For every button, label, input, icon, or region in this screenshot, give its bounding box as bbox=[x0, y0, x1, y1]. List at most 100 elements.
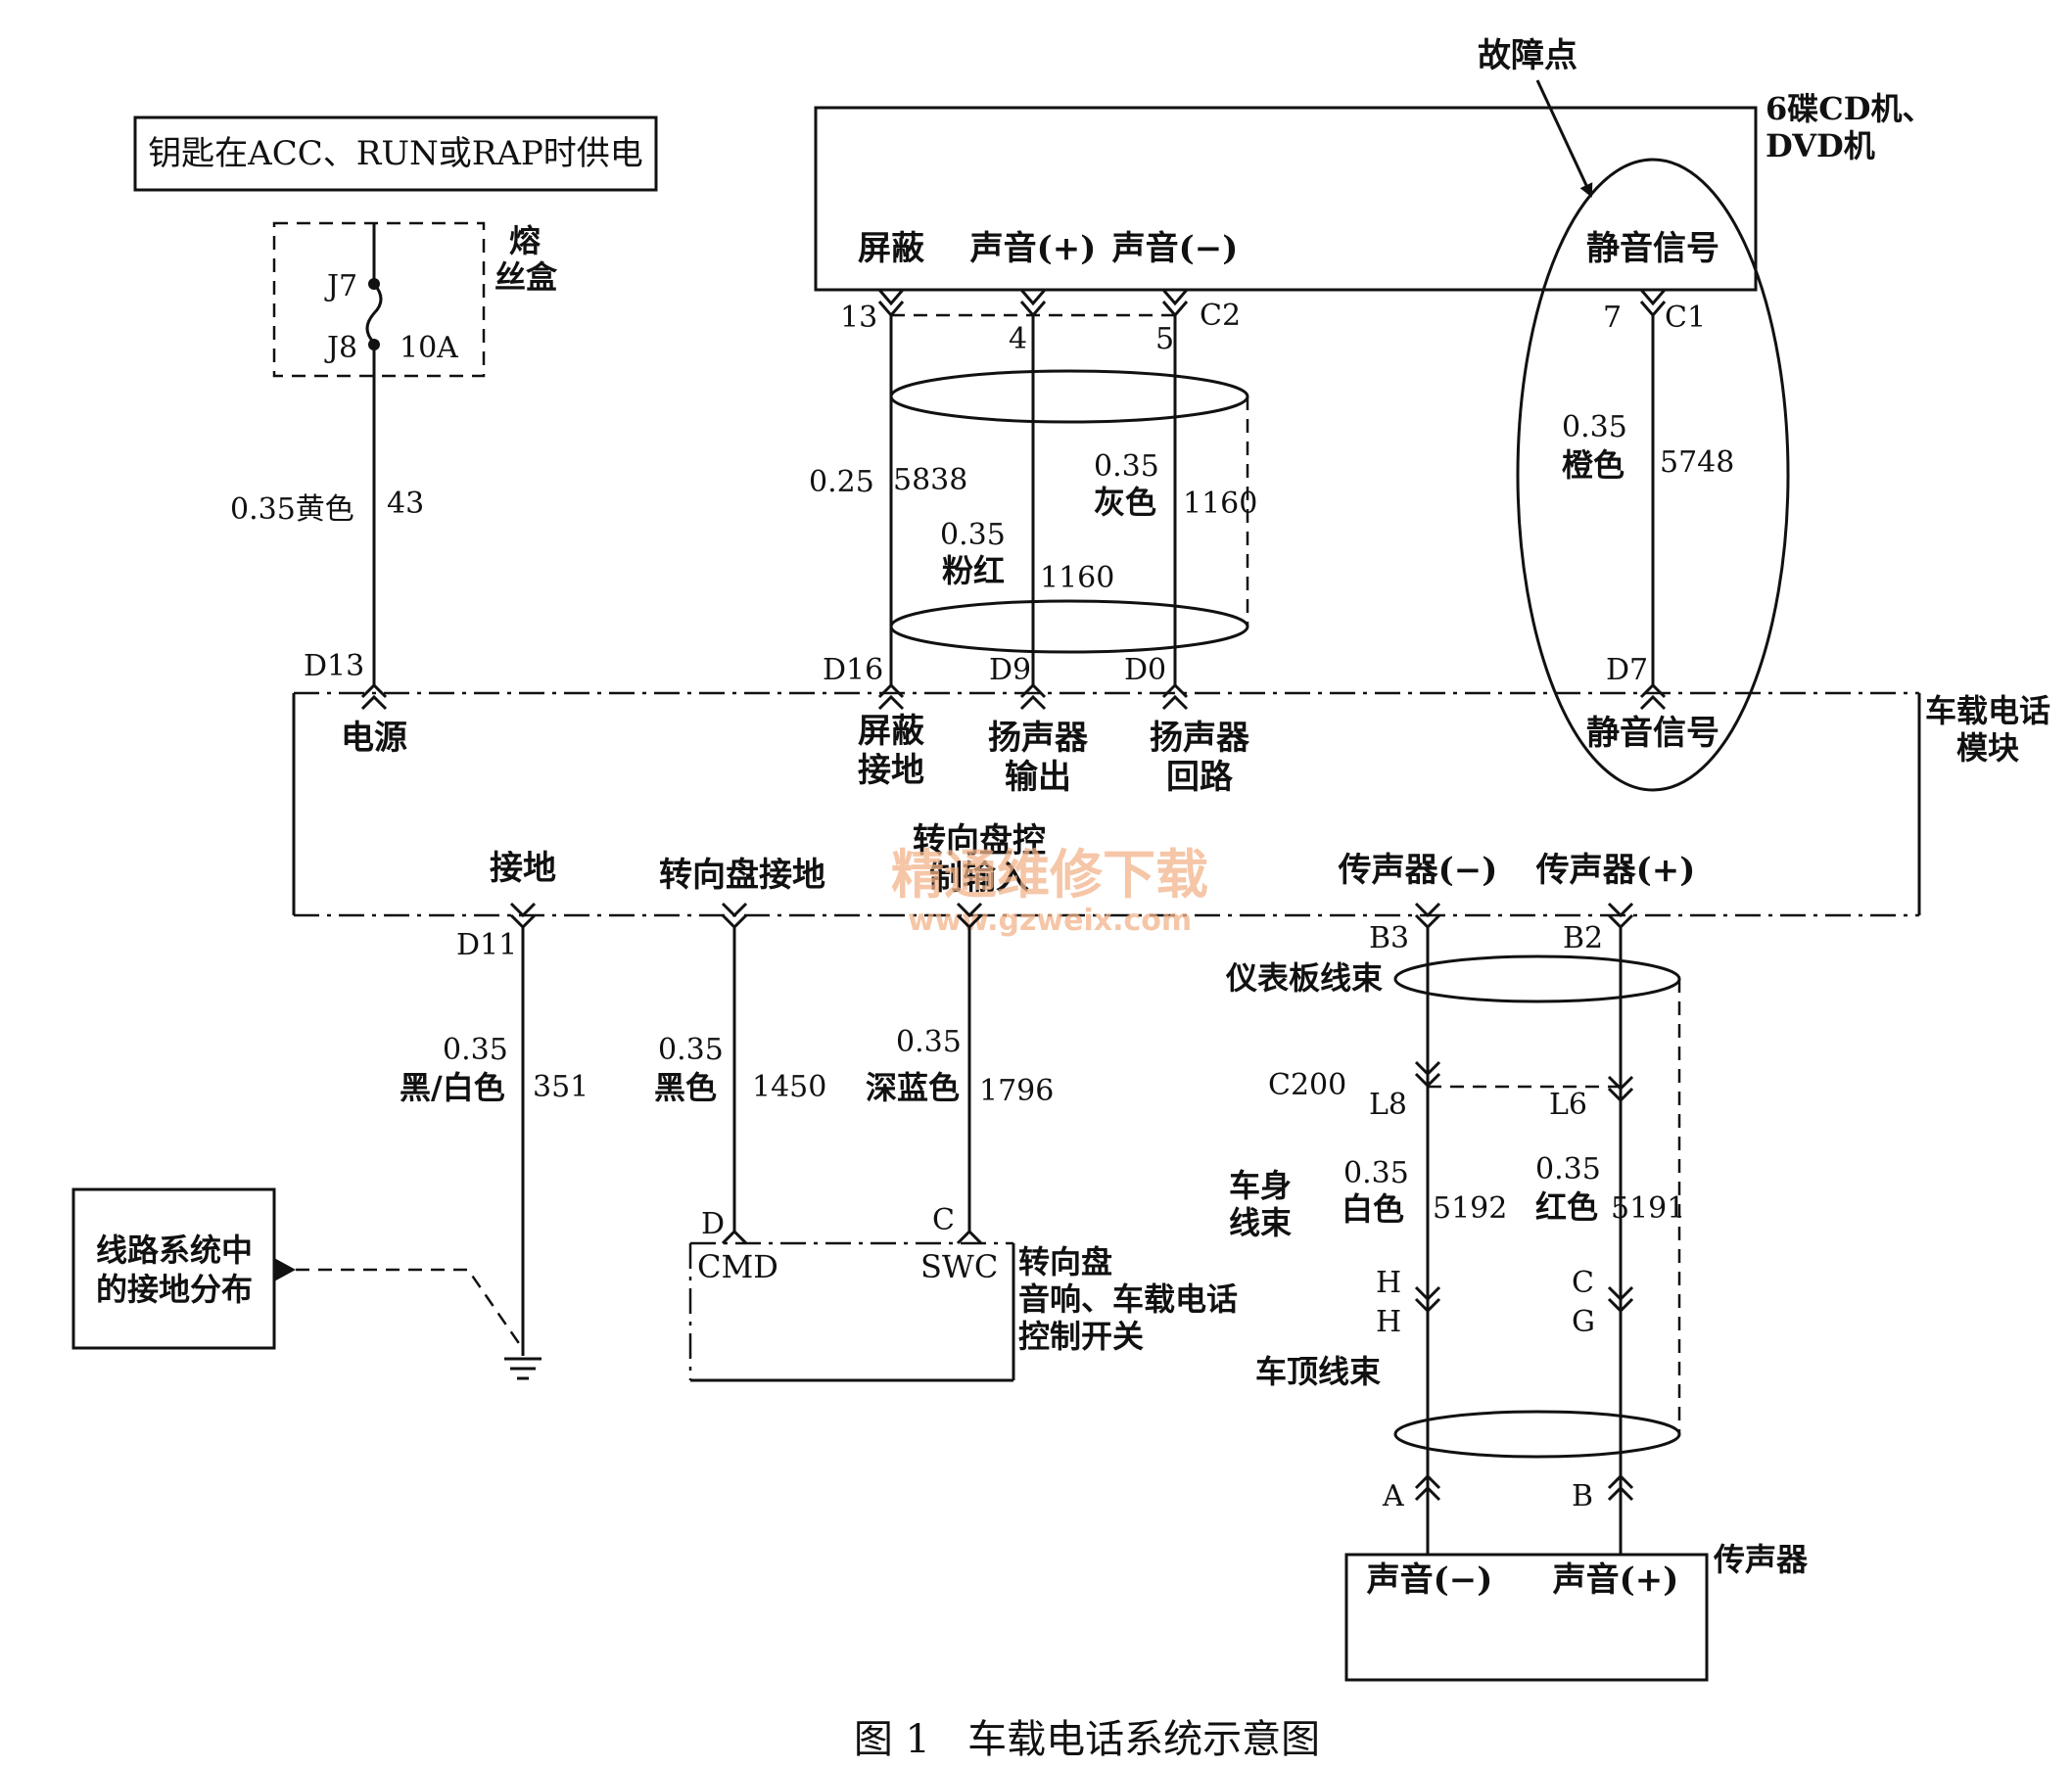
wire-pink-color: 粉红 bbox=[942, 552, 1005, 589]
switch-chevrons bbox=[721, 1229, 983, 1245]
wire-43-spec: 0.35黄色 bbox=[230, 492, 354, 527]
module-shield-label-1: 屏蔽 bbox=[858, 712, 925, 751]
pin-d7: D7 bbox=[1606, 653, 1648, 687]
module-mic-neg-label: 传声器(−) bbox=[1338, 851, 1498, 890]
ground-dist-link bbox=[296, 1268, 525, 1350]
mic-chevrons bbox=[1414, 1473, 1634, 1555]
wire-1450-circuit: 1450 bbox=[752, 1070, 826, 1104]
module-sw-ctrl-label-2: 制输入 bbox=[929, 859, 1029, 898]
pin-d11: D11 bbox=[456, 928, 517, 962]
microphone-label: 传声器 bbox=[1713, 1541, 1809, 1578]
mic-pin-pos: 声音(+) bbox=[1553, 1560, 1679, 1600]
cd-dvd-label-2: DVD机 bbox=[1766, 127, 1875, 164]
wire-5838-circuit: 5838 bbox=[893, 463, 967, 497]
mic-pin-neg: 声音(−) bbox=[1367, 1560, 1493, 1600]
pin-g: G bbox=[1572, 1305, 1595, 1339]
connector-c200: C200 bbox=[1268, 1068, 1346, 1102]
phone-module-label-2: 模块 bbox=[1956, 729, 2019, 767]
c200-chevrons bbox=[1414, 1060, 1634, 1103]
wire-5192-gauge: 0.35 bbox=[1343, 1156, 1409, 1190]
wire-1796-circuit: 1796 bbox=[979, 1074, 1054, 1108]
switch-pin-c: C bbox=[932, 1203, 955, 1237]
module-shield-label-2: 接地 bbox=[858, 751, 924, 790]
cd-dvd-label-1: 6碟CD机、 bbox=[1766, 90, 1934, 127]
fuse-pin-j7: J7 bbox=[324, 269, 357, 303]
module-sw-ctrl-label-1: 转向盘控 bbox=[913, 821, 1046, 861]
harness-ip-label: 仪表板线束 bbox=[1225, 959, 1383, 997]
harness-body-label-1: 车身 bbox=[1229, 1167, 1292, 1204]
switch-label-1: 转向盘 bbox=[1018, 1243, 1112, 1280]
module-spk-out-2: 输出 bbox=[1005, 758, 1071, 797]
hc-chevrons bbox=[1414, 1285, 1634, 1314]
power-supply-box bbox=[133, 116, 658, 192]
pin-l8: L8 bbox=[1369, 1088, 1407, 1122]
switch-label-2: 音响、车载电话 bbox=[1018, 1280, 1238, 1318]
cd-pin-7: 7 bbox=[1603, 301, 1622, 335]
fuse-box-label-bottom: 丝盒 bbox=[494, 258, 558, 296]
pin-c: C bbox=[1572, 1266, 1594, 1300]
ground-symbol bbox=[504, 1357, 542, 1380]
pin-d13: D13 bbox=[304, 649, 364, 683]
wire-351-circuit: 351 bbox=[533, 1070, 589, 1104]
switch-label-3: 控制开关 bbox=[1018, 1318, 1144, 1355]
top-wires bbox=[889, 315, 1655, 685]
cd-pin-audio-neg: 声音(−) bbox=[1112, 229, 1239, 268]
ground-dist-label-1: 线路系统中 bbox=[96, 1232, 253, 1269]
wire-mute-color: 橙色 bbox=[1562, 446, 1625, 484]
wire-1450-gauge: 0.35 bbox=[658, 1033, 724, 1067]
pin-l6: L6 bbox=[1549, 1088, 1587, 1122]
cd-pin-13: 13 bbox=[840, 301, 877, 335]
wire-1450-color: 黑色 bbox=[654, 1069, 717, 1106]
module-spk-out-1: 扬声器 bbox=[988, 719, 1089, 758]
fuse-box-label-top: 熔 bbox=[509, 222, 541, 259]
pin-h-bottom: H bbox=[1376, 1305, 1401, 1339]
fuse-symbol bbox=[365, 223, 383, 350]
fault-arrow bbox=[1535, 79, 1593, 198]
power-supply-label: 钥匙在ACC、RUN或RAP时供电 bbox=[148, 134, 643, 173]
module-mute-label: 静音信号 bbox=[1586, 714, 1719, 753]
wire-43-circuit: 43 bbox=[387, 487, 424, 521]
cd-dvd-unit bbox=[814, 106, 1758, 292]
phone-module-box bbox=[292, 691, 1921, 917]
bottom-wires bbox=[521, 927, 1623, 1503]
wire-1796-color: 深蓝色 bbox=[866, 1069, 960, 1106]
cd-pin-audio-pos: 声音(+) bbox=[970, 229, 1097, 268]
fault-point-label: 故障点 bbox=[1478, 36, 1578, 75]
figure-caption: 图 1 车载电话系统示意图 bbox=[854, 1717, 1320, 1762]
phone-module-label-1: 车载电话 bbox=[1925, 692, 2050, 729]
connector-c1: C1 bbox=[1665, 301, 1706, 335]
watermark-url: www.gzweix.com bbox=[908, 904, 1192, 938]
microphone-box bbox=[1344, 1553, 1709, 1682]
wire-5191-color: 红色 bbox=[1535, 1188, 1598, 1226]
pin-d0: D0 bbox=[1124, 653, 1166, 687]
harness-body-label-2: 线束 bbox=[1229, 1204, 1292, 1241]
wire-5192-color: 白色 bbox=[1342, 1190, 1404, 1228]
wire-5191-gauge: 0.35 bbox=[1535, 1152, 1601, 1186]
shield-cylinder-bottom bbox=[1393, 954, 1681, 1459]
wire-5838-gauge: 0.25 bbox=[809, 465, 874, 499]
wire-mute-circuit: 5748 bbox=[1660, 445, 1734, 480]
module-mic-pos-label: 传声器(+) bbox=[1535, 851, 1696, 890]
fault-point-ellipse bbox=[1516, 158, 1790, 792]
module-spk-ret-1: 扬声器 bbox=[1150, 719, 1250, 758]
harness-roof-label: 车顶线束 bbox=[1255, 1353, 1381, 1390]
wire-351-color: 黑/白色 bbox=[400, 1069, 505, 1106]
wire-351-gauge: 0.35 bbox=[443, 1033, 508, 1067]
wire-mute-gauge: 0.35 bbox=[1562, 410, 1627, 444]
module-ground-label: 接地 bbox=[490, 849, 556, 888]
ground-dist-arrow bbox=[274, 1258, 296, 1281]
cd-pin-4: 4 bbox=[1009, 322, 1027, 356]
cd-pin-5: 5 bbox=[1155, 322, 1174, 356]
cd-pin-mute: 静音信号 bbox=[1586, 229, 1719, 268]
switch-pin-d: D bbox=[701, 1207, 725, 1241]
pin-a: A bbox=[1382, 1479, 1404, 1513]
wire-1796-gauge: 0.35 bbox=[896, 1025, 962, 1059]
pin-b3: B3 bbox=[1369, 921, 1409, 955]
switch-swc: SWC bbox=[920, 1248, 998, 1285]
switch-cmd: CMD bbox=[697, 1248, 778, 1285]
fuse-pin-j8: J8 bbox=[324, 331, 357, 365]
wire-gray-gauge: 0.35 bbox=[1094, 449, 1159, 484]
module-bottom-chevrons bbox=[509, 902, 1634, 930]
module-spk-ret-2: 回路 bbox=[1166, 758, 1234, 797]
